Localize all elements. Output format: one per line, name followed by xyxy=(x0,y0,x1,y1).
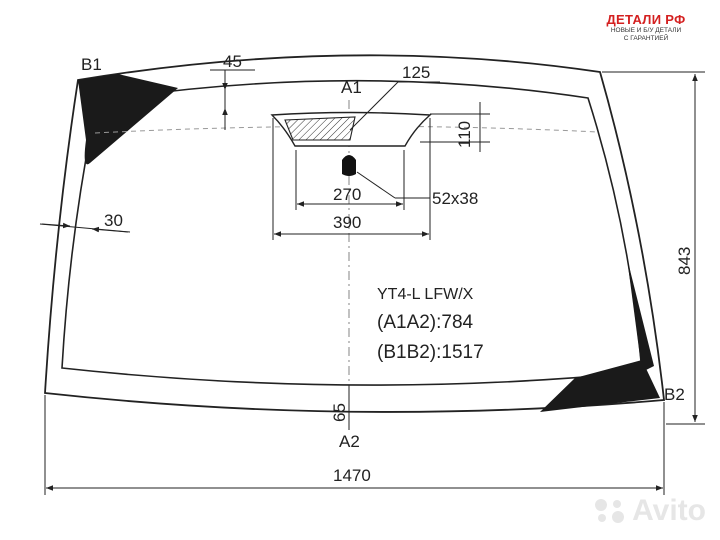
dim-110-label: 110 xyxy=(455,121,474,148)
brand-logo: ДЕТАЛИ РФ НОВЫЕ И Б/У ДЕТАЛИ С ГАРАНТИЕЙ xyxy=(586,12,706,43)
info-a1a2: (A1A2):784 xyxy=(377,312,474,333)
label-a1: A1 xyxy=(341,78,362,97)
mirror-mount xyxy=(342,155,356,176)
dim-125-leader xyxy=(349,81,399,131)
dim-270-label: 270 xyxy=(333,185,361,204)
dim-30-arrow-2 xyxy=(91,226,129,233)
dim-843-label: 843 xyxy=(675,247,694,275)
label-b1: B1 xyxy=(81,55,102,74)
corner-print-b1 xyxy=(78,74,178,165)
corner-print-b2 xyxy=(540,360,660,412)
glass-outer-outline xyxy=(44,54,665,413)
dim-30-label: 30 xyxy=(104,211,123,230)
brand-tagline-2: С ГАРАНТИЕЙ xyxy=(623,35,669,42)
dim-52x38-leader xyxy=(356,171,396,199)
dim-390-label: 390 xyxy=(333,213,361,232)
label-b2: B2 xyxy=(664,385,685,404)
dim-52x38-label: 52x38 xyxy=(432,189,478,208)
label-a2: A2 xyxy=(339,432,360,451)
avito-dots-icon xyxy=(595,499,625,523)
brand-tagline-1: НОВЫЕ И Б/У ДЕТАЛИ xyxy=(610,27,682,34)
corner-print-right-top xyxy=(627,258,654,372)
info-code: YT4-L LFW/X xyxy=(377,286,474,303)
brand-name: ДЕТАЛИ РФ xyxy=(606,12,686,27)
dim-30-arrow-1 xyxy=(41,222,71,229)
info-b1b2: (B1B2):1517 xyxy=(377,342,484,363)
dim-125-label: 125 xyxy=(402,63,430,82)
dim-45-label: 45 xyxy=(223,52,242,71)
dim-65-label: 65 xyxy=(330,403,349,422)
dim-1470-label: 1470 xyxy=(333,466,371,485)
avito-watermark: Avito xyxy=(592,494,706,528)
avito-text: Avito xyxy=(632,494,706,527)
sensor-zone-hatch xyxy=(284,116,356,141)
